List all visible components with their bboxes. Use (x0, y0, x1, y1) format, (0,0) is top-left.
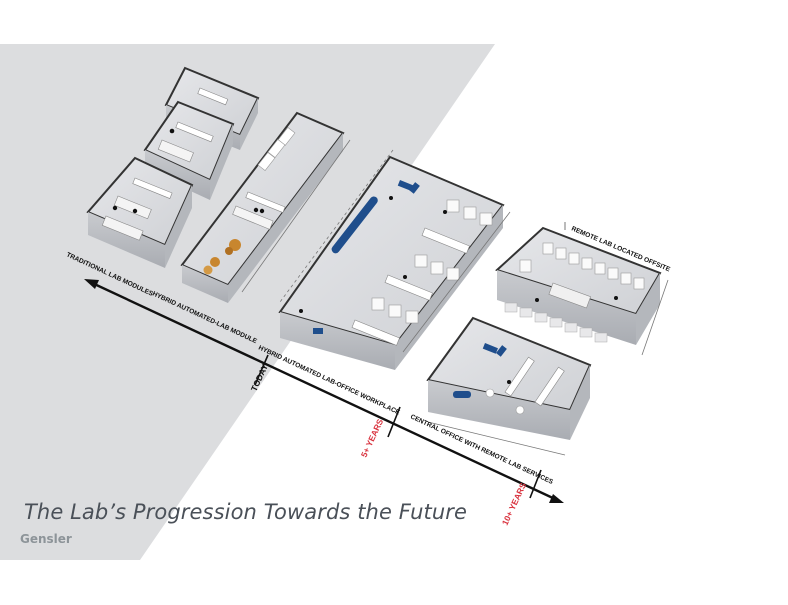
timeline-axis (89, 280, 556, 501)
arrow-left-icon (84, 279, 99, 289)
marker-10-years: 10+ YEARS (500, 481, 529, 527)
remote-lab-offsite: REMOTE LAB LOCATED OFFSITE (495, 222, 672, 356)
arrow-right-icon (549, 494, 564, 503)
traditional-lab-modules (86, 66, 260, 268)
marker-5-years: 5+ YEARS (359, 417, 386, 459)
central-office-remote-lab-services (426, 316, 592, 456)
hybrid-automated-lab-office-workplace (278, 149, 511, 370)
tick-today (254, 354, 269, 386)
slide-title: The Lab’s Progression Towards the Future (24, 500, 467, 524)
tick-10-years (529, 469, 542, 499)
hybrid-automated-lab-module (180, 111, 351, 303)
tick-5-years (387, 406, 401, 438)
brand-label: Gensler (20, 532, 72, 546)
